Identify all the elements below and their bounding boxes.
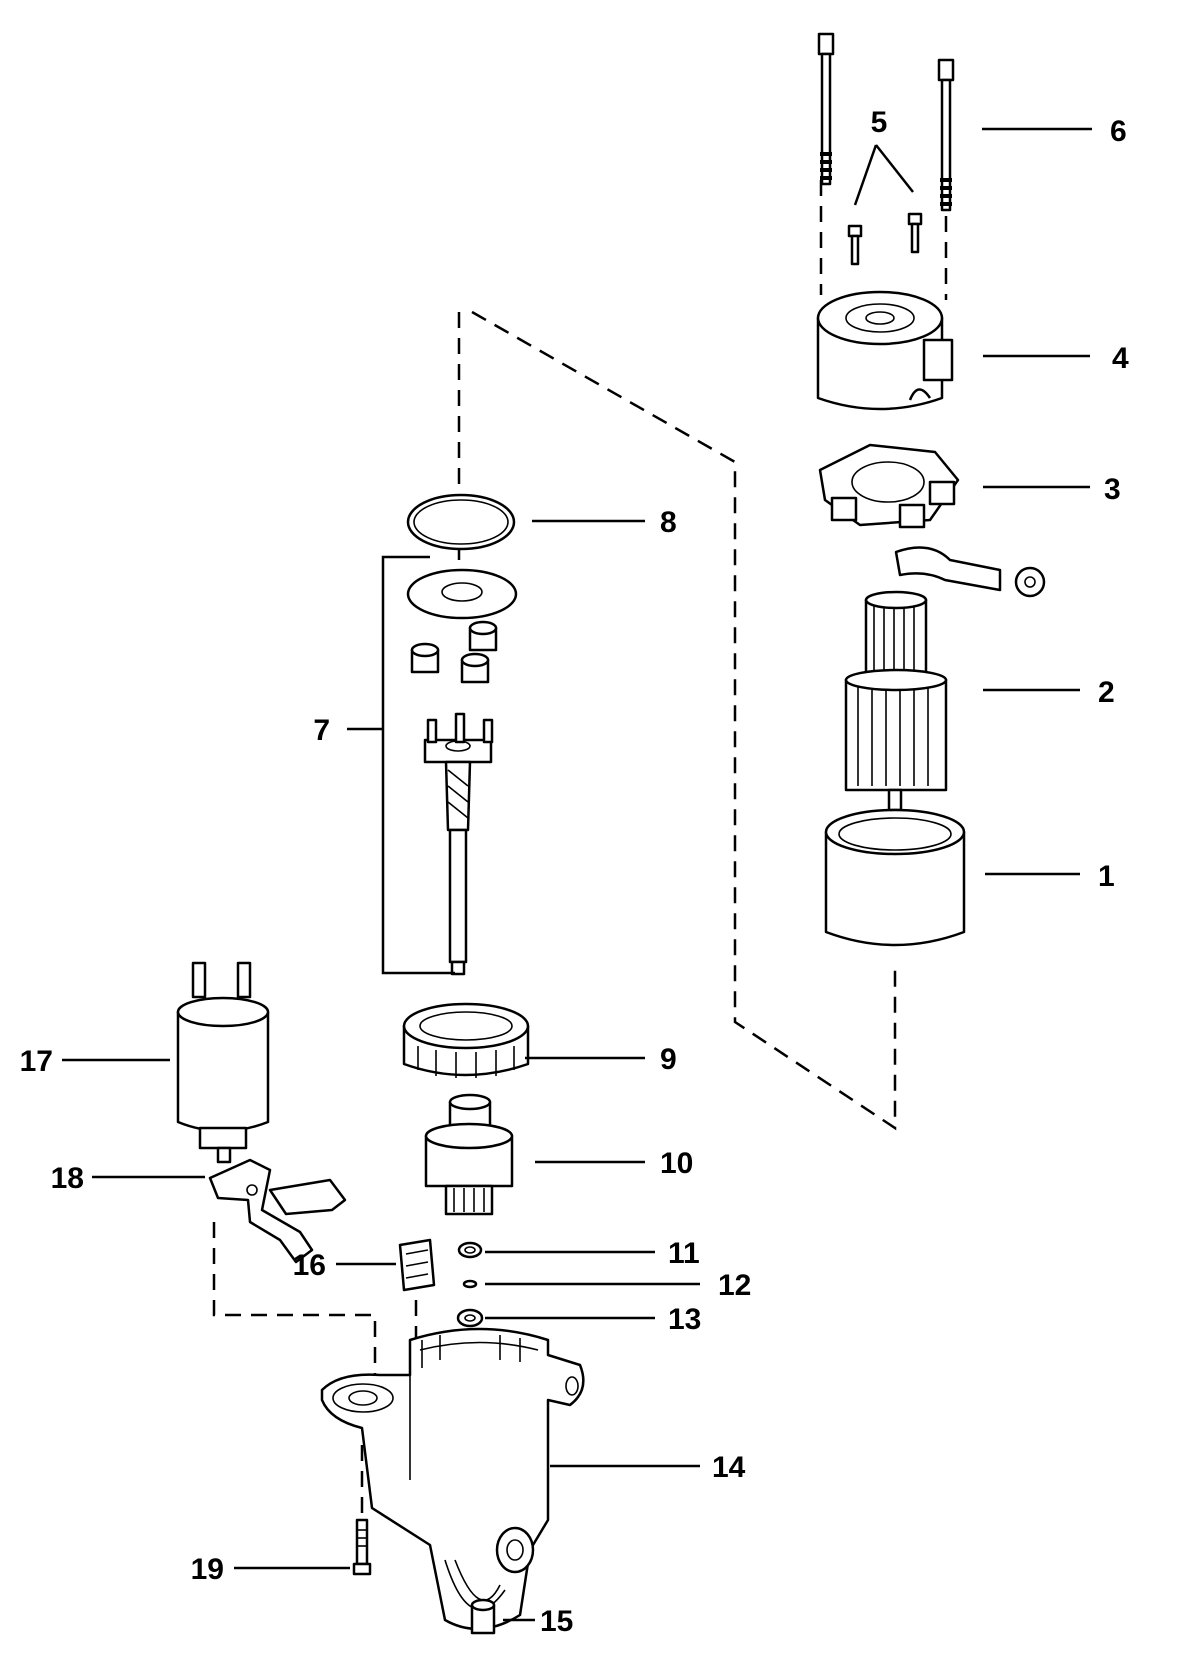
callout-2: 2 (1098, 676, 1115, 709)
callout-17: 17 (20, 1045, 53, 1078)
part-4-end-cap (816, 290, 954, 411)
part-14-drive-housing (320, 1327, 585, 1631)
callout-11: 11 (668, 1237, 700, 1270)
callout-12: 12 (718, 1269, 751, 1302)
leader-lines (62, 127, 1092, 1622)
callout-6: 6 (1110, 115, 1127, 148)
callout-4: 4 (1112, 342, 1129, 375)
callout-5: 5 (871, 106, 888, 139)
part-6-through-bolts (817, 32, 955, 212)
callout-1: 1 (1098, 860, 1115, 893)
part-1-field-frame (824, 808, 966, 947)
part-3-brush-plate (818, 443, 1046, 598)
part-15-bushing (470, 1598, 496, 1635)
part-9-ring-gear (402, 1002, 530, 1078)
part-7-bracket (381, 555, 455, 975)
callout-16: 16 (293, 1249, 326, 1282)
callout-13: 13 (668, 1303, 701, 1336)
part-17-solenoid (176, 961, 270, 1164)
part-18-shift-fork (208, 1158, 347, 1264)
parts-11-13-retainers (456, 1241, 484, 1328)
part-19-bolt (352, 1518, 372, 1576)
part-5-screws (847, 212, 923, 266)
callout-10: 10 (660, 1147, 693, 1180)
callout-15: 15 (540, 1605, 573, 1638)
callout-14: 14 (712, 1451, 746, 1484)
callout-3: 3 (1104, 473, 1121, 506)
part-8-o-ring (406, 493, 516, 551)
callout-7: 7 (313, 714, 330, 747)
part-7-planetary-gear-assembly (406, 568, 518, 976)
callout-18: 18 (51, 1162, 84, 1195)
callout-labels: 1 2 3 4 5 6 7 8 9 10 11 12 13 14 15 16 1… (20, 106, 1129, 1638)
callout-8: 8 (660, 506, 677, 539)
callout-9: 9 (660, 1043, 677, 1076)
callout-19: 19 (191, 1553, 224, 1586)
part-16-clip (398, 1238, 436, 1292)
part-10-drive-pinion (424, 1093, 514, 1216)
part-2-armature (844, 590, 948, 812)
